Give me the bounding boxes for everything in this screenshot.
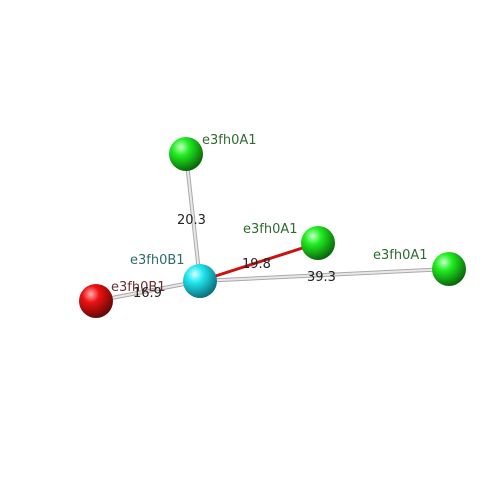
- distance-label-top: 20.3: [177, 213, 206, 228]
- edge-center-left: [95, 279, 201, 303]
- edge-center-mid: [199, 241, 319, 283]
- node-mid-label: e3fh0A1: [243, 222, 298, 237]
- node-top-label: e3fh0A1: [202, 133, 257, 148]
- distance-label-mid: 19.8: [242, 257, 271, 272]
- node-right-label: e3fh0A1: [373, 248, 428, 263]
- edge-center-right: [199, 267, 450, 283]
- distance-label-right: 39.3: [307, 270, 336, 285]
- distance-label-left: 16.9: [133, 286, 162, 301]
- node-top[interactable]: [169, 137, 203, 171]
- node-left-label: e3fh0B1: [111, 280, 166, 295]
- node-left[interactable]: [79, 284, 113, 318]
- node-center-label: e3fh0B1: [130, 253, 185, 268]
- node-right[interactable]: [432, 252, 466, 286]
- node-mid[interactable]: [301, 226, 335, 260]
- edge-center-top: [184, 153, 202, 282]
- node-center[interactable]: [183, 264, 217, 298]
